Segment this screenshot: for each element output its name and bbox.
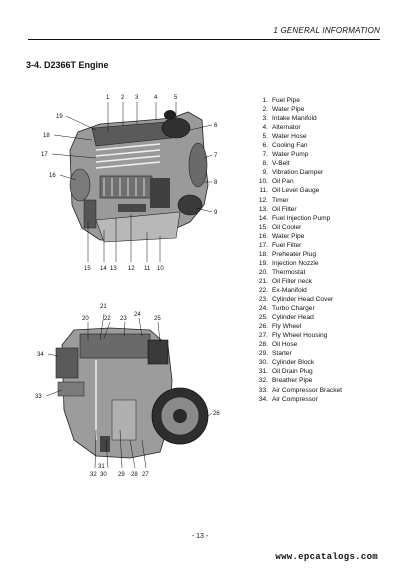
list-item: 19.Injection Nozzle [258,259,319,267]
list-item: 4.Alternator [262,124,301,132]
callout-33: 33 [35,394,42,400]
section-header: 1 GENERAL INFORMATION [273,26,380,35]
list-item: 15.Oil Cooler [258,223,302,231]
callout-16: 16 [49,173,56,179]
callout-12: 12 [128,266,135,272]
list-item: 23.Cylinder Head Cover [258,296,334,304]
list-item: 16.Water Pipe [258,232,305,240]
callout-1: 1 [106,95,110,101]
callout-7: 7 [214,153,218,159]
list-item: 1.Fuel Pipe [262,97,300,104]
callout-31: 31 [98,464,105,470]
callout-17: 17 [41,152,48,158]
engine-side-view-illustration [69,110,209,243]
list-item: 32.Breather Pipe [258,377,313,385]
list-item: 20.Thermostat [258,268,306,276]
callout-20: 20 [82,316,89,322]
list-item: 5.Water Hose [262,133,307,141]
callout-32: 32 [90,472,97,478]
list-item: 33.Air Compressor Bracket [258,386,342,394]
top-callouts: 1 2 3 4 5 6 7 8 9 10 11 12 13 14 15 16 1… [41,95,218,272]
website-watermark: www.epcatalogs.com [275,552,378,562]
callout-15: 15 [84,266,91,272]
callout-13: 13 [110,266,117,272]
list-item: 31.Oil Drain Plug [258,368,313,376]
callout-11: 11 [144,266,151,272]
list-item: 22.Ex-Manifold [258,286,307,294]
page-number: - 13 - [191,533,209,540]
list-item: 21.Oil Filler neck [258,277,312,285]
callout-34: 34 [37,352,44,358]
bottom-callouts: 20 21 22 23 24 25 26 27 28 29 30 32 33 3… [35,304,220,478]
callout-26: 26 [213,411,220,417]
callout-29: 29 [118,472,125,478]
list-item: 11.Oil Level Gauge [259,187,320,195]
callout-24: 24 [134,312,141,318]
callout-25: 25 [154,316,161,322]
list-item: 29.Starter [258,350,292,358]
top-leader-lines [51,102,213,262]
bottom-leader-lines [45,313,213,469]
list-item: 8.V-Belt [262,160,290,168]
callout-3: 3 [135,95,139,101]
list-item: 10.Oil Pan [258,178,294,186]
callout-18: 18 [43,133,50,139]
callout-23: 23 [120,316,127,322]
list-item: 7.Water Pump [262,151,309,159]
list-item: 2.Water Pipe [262,106,305,114]
callout-14: 14 [100,266,107,272]
list-item: 6.Cooling Fan [262,142,308,150]
parts-list: 1.Fuel Pipe 2.Water Pipe 3.Intake Manifo… [252,96,392,404]
list-item: 18.Preheater Plug [258,250,316,258]
callout-10: 10 [157,266,164,272]
list-item: 9.Vibration Damper [262,169,324,177]
callout-22: 22 [104,316,111,322]
callout-8: 8 [214,180,218,186]
list-item: 14.Fuel Injection Pump [258,214,331,222]
list-item: 34.Air Compressor [258,395,318,403]
callout-28: 28 [131,472,138,478]
callout-27: 27 [142,472,149,478]
header-rule [28,39,380,40]
list-item: 30.Cylinder Block [258,359,315,367]
list-item: 24.Turbo Charger [258,305,315,313]
list-item: 12.Timer [258,196,289,204]
callout-19: 19 [56,114,63,120]
callout-2: 2 [121,95,125,101]
list-item: 13.Oil Filter [258,205,297,213]
callout-9: 9 [214,210,218,216]
callout-6: 6 [214,123,218,129]
callout-30: 30 [100,472,107,478]
list-item: 25.Cylinder Head [258,314,314,322]
callout-21: 21 [100,304,107,310]
list-item: 28.Oil Hose [258,341,298,349]
section-title: 3-4. D2366T Engine [26,60,109,70]
engine-rear-view-illustration [55,327,209,459]
list-item: 17.Fuel Filter [258,241,302,249]
callout-5: 5 [174,95,178,101]
list-item: 3.Intake Manifold [262,115,317,123]
callout-4: 4 [154,95,158,101]
list-item: 26.Fly Wheel [258,323,302,331]
list-item: 27.Fly Wheel Housing [258,332,328,340]
